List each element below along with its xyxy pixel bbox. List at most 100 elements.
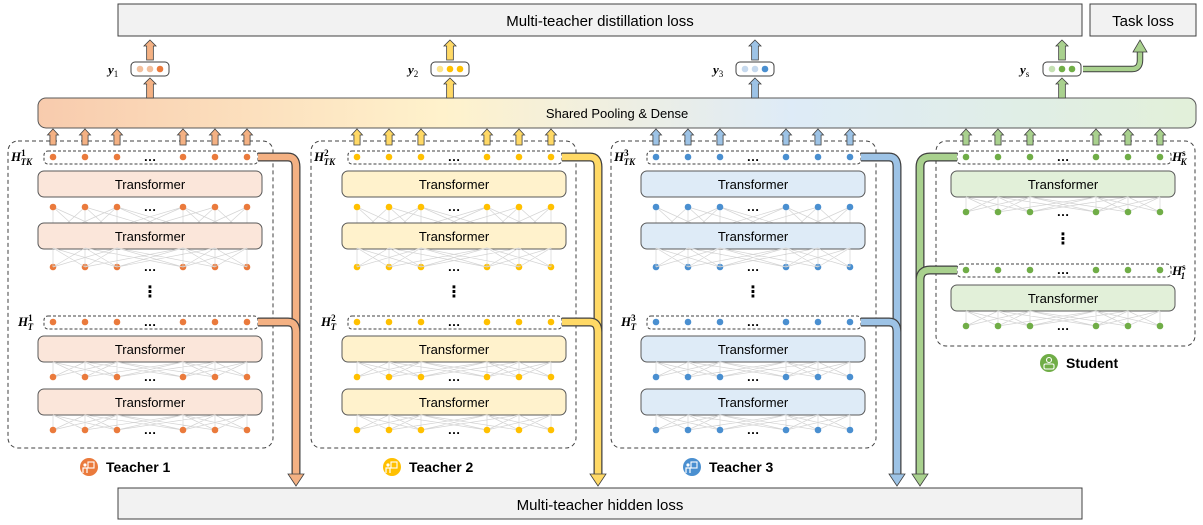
teacher-frame bbox=[610, 140, 877, 449]
neuron-dot bbox=[814, 203, 822, 211]
neuron-dot bbox=[243, 426, 251, 434]
ellipsis: … bbox=[448, 259, 461, 274]
neuron-dot bbox=[846, 203, 854, 211]
output-arrow bbox=[748, 39, 762, 61]
transformer-label: Transformer bbox=[718, 177, 789, 192]
neuron-dot bbox=[962, 153, 970, 161]
hidden-up-arrow bbox=[959, 128, 973, 146]
hidden-up-arrow bbox=[208, 128, 222, 146]
shared-pooling-layer: Shared Pooling & Dense bbox=[37, 97, 1197, 129]
neuron-row: … bbox=[353, 259, 555, 274]
neuron-dot bbox=[547, 318, 555, 326]
top-hidden-row: … bbox=[962, 149, 1164, 164]
neuron-row: … bbox=[652, 422, 854, 437]
neuron-dot bbox=[49, 426, 57, 434]
neuron-dot bbox=[417, 318, 425, 326]
hidden-up-arrow bbox=[779, 128, 793, 146]
hidden-up-arrow bbox=[1023, 128, 1037, 146]
neuron-dot bbox=[243, 318, 251, 326]
neuron-row: … bbox=[49, 259, 251, 274]
hidden-state-box bbox=[646, 150, 862, 165]
teacher-icon bbox=[80, 458, 98, 476]
neuron-dot bbox=[547, 373, 555, 381]
hidden-up-arrow bbox=[240, 128, 254, 146]
hidden-up-arrow bbox=[1121, 128, 1135, 146]
teacher-name-label: Teacher 3 bbox=[709, 459, 774, 475]
ellipsis: … bbox=[747, 259, 760, 274]
neuron-row: … bbox=[353, 422, 555, 437]
mesh-lines bbox=[356, 206, 552, 237]
pipe-body bbox=[258, 318, 300, 333]
neuron-dot bbox=[483, 318, 491, 326]
neuron-dot bbox=[385, 373, 393, 381]
neuron-dot bbox=[113, 318, 121, 326]
neuron-row: … bbox=[652, 199, 854, 214]
neuron-dot bbox=[179, 373, 187, 381]
transformer-block: Transformer bbox=[341, 388, 567, 416]
hidden-up-arrow bbox=[1089, 128, 1103, 146]
pool-arrow bbox=[748, 77, 762, 99]
hidden-up-arrow bbox=[110, 128, 124, 146]
neuron-dot bbox=[1156, 208, 1164, 216]
connection-mesh bbox=[965, 196, 1161, 213]
neuron-dot bbox=[1124, 322, 1132, 330]
ellipsis: … bbox=[747, 199, 760, 214]
hidden-loss-label: Multi-teacher hidden loss bbox=[517, 497, 684, 514]
ellipsis: … bbox=[747, 369, 760, 384]
neuron-dot bbox=[684, 203, 692, 211]
neuron-dot bbox=[684, 426, 692, 434]
hidden-up-arrow bbox=[811, 128, 825, 146]
connection-mesh bbox=[655, 361, 851, 378]
teacher-name-label: Teacher 1 bbox=[106, 459, 171, 475]
student-name: Student bbox=[1040, 354, 1118, 372]
connection-mesh bbox=[356, 247, 552, 268]
neuron-dot bbox=[81, 373, 89, 381]
neuron-dot bbox=[684, 318, 692, 326]
student-name-label: Student bbox=[1066, 355, 1118, 371]
neuron-dot bbox=[1156, 322, 1164, 330]
neuron-dot bbox=[1092, 153, 1100, 161]
neuron-row: … bbox=[49, 369, 251, 384]
neuron-dot bbox=[782, 153, 790, 161]
transformer-label: Transformer bbox=[718, 395, 789, 410]
neuron-dot bbox=[211, 373, 219, 381]
teacher-icon-bg bbox=[383, 458, 401, 476]
neuron-dot bbox=[1026, 266, 1034, 274]
transformer-box bbox=[950, 284, 1176, 312]
neuron-dot bbox=[483, 373, 491, 381]
pipe-body bbox=[861, 153, 901, 474]
transformer-label: Transformer bbox=[115, 395, 186, 410]
transformer-label: Transformer bbox=[419, 395, 490, 410]
neuron-dot bbox=[49, 373, 57, 381]
transformer-block: Transformer bbox=[640, 222, 866, 250]
transformer-block: Transformer bbox=[341, 170, 567, 198]
ellipsis: … bbox=[1057, 262, 1070, 277]
pipe-head bbox=[287, 473, 305, 487]
ellipsis: … bbox=[747, 422, 760, 437]
board bbox=[390, 461, 398, 469]
neuron-dot bbox=[243, 153, 251, 161]
output-label: ys bbox=[1018, 62, 1030, 79]
ellipsis: … bbox=[448, 422, 461, 437]
neuron-dot bbox=[782, 426, 790, 434]
ellipsis: … bbox=[747, 149, 760, 164]
transformer-label: Transformer bbox=[419, 177, 490, 192]
mid-hidden-row: … bbox=[49, 314, 251, 329]
neuron-dot bbox=[49, 318, 57, 326]
neuron-dot bbox=[962, 208, 970, 216]
neuron-dot bbox=[1156, 266, 1164, 274]
neuron-dot bbox=[994, 266, 1002, 274]
connection-mesh bbox=[356, 414, 552, 431]
hidden-up-arrow bbox=[681, 128, 695, 146]
neuron-dot bbox=[385, 426, 393, 434]
transformer-box bbox=[37, 170, 263, 198]
neuron-dot bbox=[684, 373, 692, 381]
hidden-up-arrow bbox=[480, 128, 494, 146]
pipe-head bbox=[911, 473, 929, 487]
output-group: y2 bbox=[406, 39, 470, 99]
transformer-label: Transformer bbox=[115, 177, 186, 192]
connection-mesh bbox=[356, 361, 552, 378]
